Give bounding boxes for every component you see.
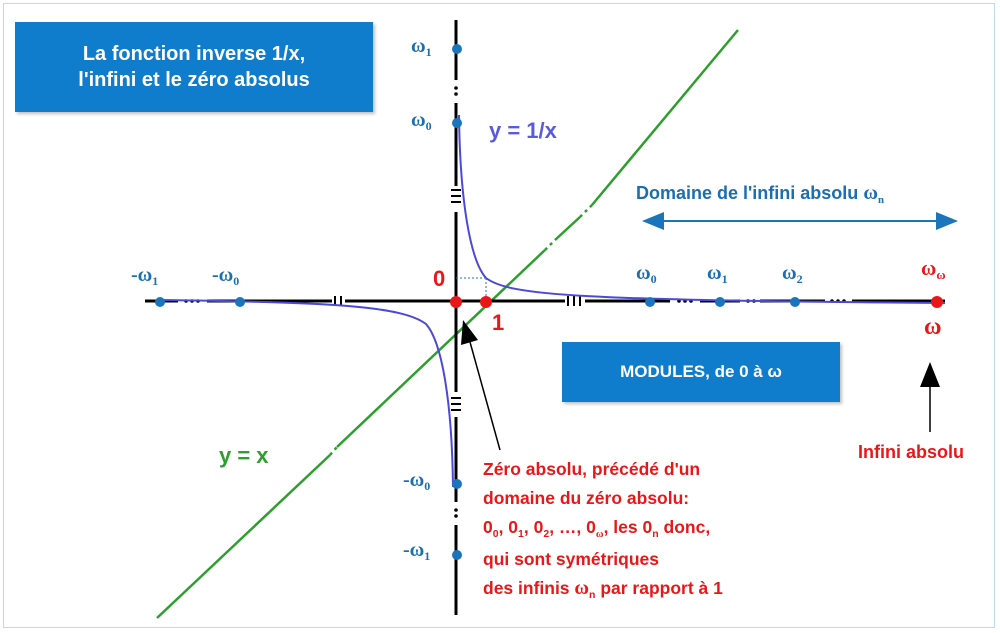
y-label-neg-omega0: -ω0 xyxy=(403,469,431,494)
diagram-frame xyxy=(3,3,995,628)
infini-absolu-label: Infini absolu xyxy=(858,442,964,462)
points-red xyxy=(450,296,943,308)
inverse-curve-label: y = 1/x xyxy=(489,118,557,143)
identity-line xyxy=(156,29,739,619)
title-line-2: l'infini et le zéro absolus xyxy=(78,69,310,91)
point-zero xyxy=(450,296,462,308)
point-one xyxy=(480,296,492,308)
y-axis-dots xyxy=(451,86,461,518)
point-omega1-x xyxy=(715,297,725,307)
zero-pointer-arrow xyxy=(461,320,501,451)
x-label-omega0: ω0 xyxy=(636,262,657,287)
points-blue xyxy=(155,44,800,560)
note-line-1: Zéro absolu, précédé d'un xyxy=(483,459,701,479)
note-line-5: des infinis ωn par rapport à 1 xyxy=(483,577,723,601)
x-label-neg-omega1: -ω1 xyxy=(131,264,159,289)
note-line-3: 00, 01, 02, …, 0ω, les 0n donc, xyxy=(483,517,711,540)
point-omega2-x xyxy=(790,297,800,307)
point-neg-omega1-x xyxy=(155,297,165,307)
x-label-neg-omega0: -ω0 xyxy=(212,264,240,289)
y-label-omega1: ω1 xyxy=(411,35,432,60)
identity-line-label: y = x xyxy=(219,443,269,468)
unit-guides xyxy=(456,277,487,301)
point-neg-omega0-y xyxy=(452,479,462,489)
x-label-omega-omega: ωω xyxy=(921,256,946,283)
point-omega1-y xyxy=(452,44,462,54)
title-line-1: La fonction inverse 1/x, xyxy=(82,43,306,65)
modules-box: MODULES, de 0 à ω xyxy=(562,342,840,402)
x-label-one: 1 xyxy=(492,310,505,335)
point-omega0-x xyxy=(645,297,655,307)
point-neg-omega0-x xyxy=(235,297,245,307)
point-omega0-y xyxy=(452,118,462,128)
x-label-zero: 0 xyxy=(433,266,446,291)
title-box: La fonction inverse 1/x, l'infini et le … xyxy=(15,22,373,112)
domain-arrow xyxy=(642,212,958,230)
point-neg-omega1-y xyxy=(452,550,462,560)
zero-absolu-note: Zéro absolu, précédé d'un domaine du zér… xyxy=(483,455,723,606)
y-label-neg-omega1: -ω1 xyxy=(403,539,431,564)
point-omega-omega xyxy=(931,296,943,308)
note-line-2: domaine du zéro absolu: xyxy=(483,488,690,508)
domain-infinite-label: Domaine de l'infini absolu ωn xyxy=(636,182,884,206)
x-label-omega: ω xyxy=(924,314,942,340)
y-label-omega0: ω0 xyxy=(411,109,432,134)
x-label-omega2: ω2 xyxy=(782,262,803,287)
note-line-4: qui sont symétriques xyxy=(483,549,660,569)
infini-pointer-arrow xyxy=(920,362,940,432)
x-label-omega1: ω1 xyxy=(707,262,728,287)
